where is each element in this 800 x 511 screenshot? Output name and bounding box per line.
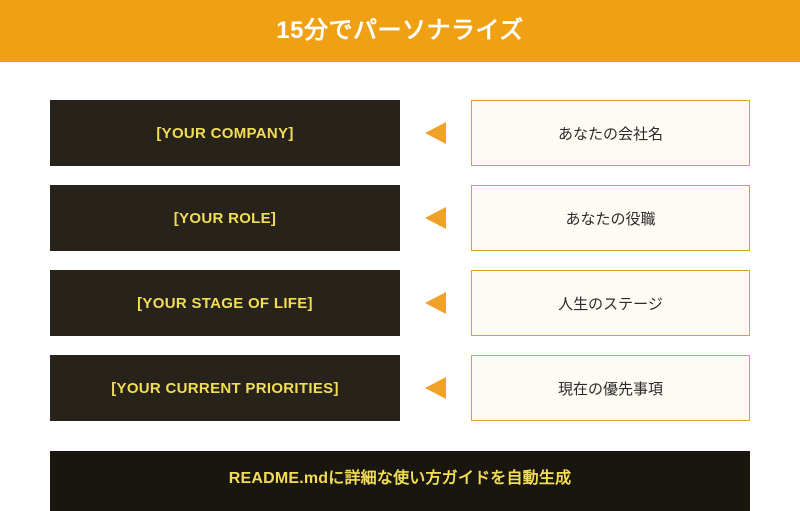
replacement-value-label: 現在の優先事項 xyxy=(557,380,663,398)
placeholder-token-box: [YOUR CURRENT PRIORITIES] xyxy=(50,355,400,421)
mapping-row: [YOUR STAGE OF LIFE] 人生のステージ xyxy=(50,270,750,336)
replacement-value-box: あなたの会社名 xyxy=(471,100,750,166)
arrow-left-icon xyxy=(425,207,446,229)
arrow-cell xyxy=(400,355,471,421)
arrow-left-icon xyxy=(425,292,446,314)
placeholder-token-label: [YOUR ROLE] xyxy=(173,209,277,227)
placeholder-token-box: [YOUR STAGE OF LIFE] xyxy=(50,270,400,336)
replacement-value-box: あなたの役職 xyxy=(471,185,750,251)
arrow-left-icon xyxy=(425,122,446,144)
mapping-row: [YOUR ROLE] あなたの役職 xyxy=(50,185,750,251)
replacement-value-box: 人生のステージ xyxy=(471,270,750,336)
header-banner: 15分でパーソナライズ xyxy=(0,0,800,62)
arrow-cell xyxy=(400,100,471,166)
arrow-cell xyxy=(400,185,471,251)
replacement-value-box: 現在の優先事項 xyxy=(471,355,750,421)
replacement-value-label: あなたの会社名 xyxy=(557,125,663,143)
arrow-cell xyxy=(400,270,471,336)
placeholder-mapping-list: [YOUR COMPANY] あなたの会社名 [YOUR ROLE] あなたの役… xyxy=(0,62,800,500)
placeholder-token-label: [YOUR CURRENT PRIORITIES] xyxy=(111,379,339,397)
placeholder-token-box: [YOUR ROLE] xyxy=(50,185,400,251)
replacement-value-label: あなたの役職 xyxy=(565,210,656,228)
replacement-value-label: 人生のステージ xyxy=(558,295,663,313)
placeholder-token-label: [YOUR COMPANY] xyxy=(156,124,294,142)
placeholder-token-label: [YOUR STAGE OF LIFE] xyxy=(137,294,313,312)
footer-banner: README.mdに詳細な使い方ガイドを自動生成 xyxy=(50,451,750,511)
arrow-left-icon xyxy=(425,377,446,399)
footer-label: README.mdに詳細な使い方ガイドを自動生成 xyxy=(228,470,572,487)
page-title: 15分でパーソナライズ xyxy=(276,17,524,44)
mapping-row: [YOUR COMPANY] あなたの会社名 xyxy=(50,100,750,166)
mapping-row: [YOUR CURRENT PRIORITIES] 現在の優先事項 xyxy=(50,355,750,421)
placeholder-token-box: [YOUR COMPANY] xyxy=(50,100,400,166)
